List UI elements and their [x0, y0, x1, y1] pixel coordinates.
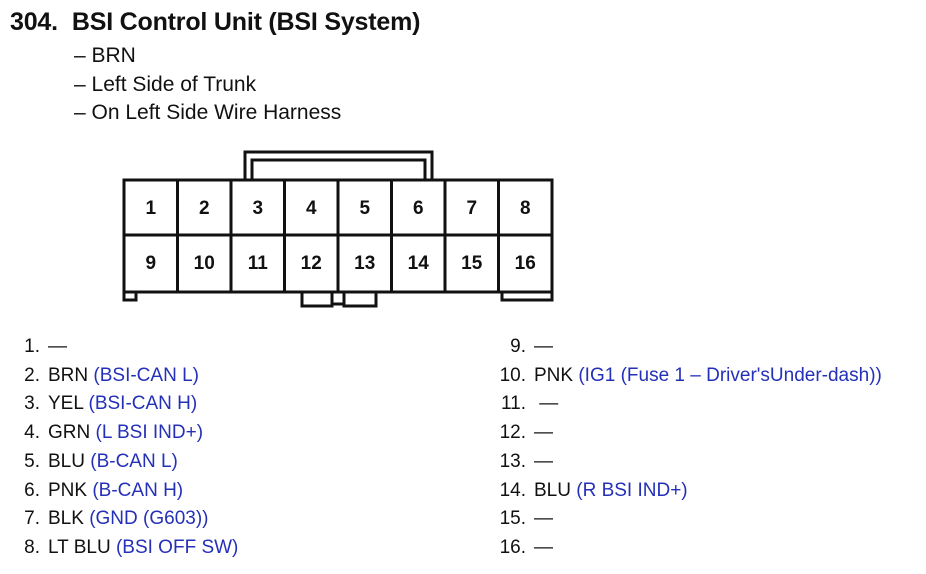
wire-color: LT BLU: [48, 536, 111, 558]
pin-entry: 16. —: [496, 534, 882, 563]
section-number: 304.: [10, 8, 58, 36]
pin-label: 11: [248, 253, 269, 274]
pin-label: 3: [252, 198, 263, 219]
pin-label: 9: [145, 253, 156, 274]
wire-color: PNK: [48, 479, 88, 501]
wire-color: —: [534, 422, 553, 444]
pin-label: 13: [354, 253, 375, 274]
pin-function: (BSI-CAN H): [88, 393, 198, 415]
connector-key-left: [300, 292, 334, 308]
pin-label: 1: [145, 198, 156, 219]
pin-entry: 15. —: [496, 505, 882, 534]
pin-entry: 13. —: [496, 448, 882, 477]
wire-color: —: [534, 450, 553, 472]
pin-label: 6: [413, 198, 424, 219]
pin-number: 11.: [500, 393, 526, 415]
connector-diagram: 1 2 3 4 5 6 7 8 9 10 11 12 13 14 15 16: [122, 150, 554, 308]
pin-function: (IG1 (Fuse 1 – Driver'sUnder-dash)): [578, 364, 882, 386]
pin-function: (R BSI IND+): [576, 479, 688, 501]
wire-color: —: [534, 336, 553, 357]
pin-number: 13.: [499, 450, 526, 472]
wire-color: BLU: [48, 450, 85, 472]
pin-function: (GND (G603)): [89, 508, 209, 530]
page-title: 304. BSI Control Unit (BSI System): [10, 8, 420, 37]
pin-number: 4.: [24, 422, 40, 444]
detail-harness: – On Left Side Wire Harness: [74, 101, 342, 124]
wire-color: —: [48, 336, 67, 357]
pin-list-right: 9. — 10. PNK (IG1 (Fuse 1 – Driver'sUnder-…: [496, 333, 882, 563]
wire-color: GRN: [48, 422, 91, 444]
pin-label: 15: [461, 253, 483, 274]
pin-number: 6.: [24, 479, 40, 501]
wire-color: BRN: [48, 364, 89, 386]
pin-entry: 8. LT BLU (BSI OFF SW): [20, 534, 238, 563]
pin-number: 5.: [24, 450, 40, 472]
pin-number: 14.: [499, 479, 526, 501]
pin-label: 5: [359, 198, 370, 219]
pin-number: 2.: [24, 364, 40, 386]
wire-color: YEL: [48, 393, 84, 415]
connector-lock-tab: [243, 150, 434, 180]
connector-key-center: [330, 292, 346, 306]
pin-number: 8.: [24, 536, 40, 558]
pin-label: 8: [520, 198, 531, 219]
pin-number: 10.: [499, 364, 526, 386]
pin-entry: 1. —: [20, 333, 238, 362]
pin-label: 12: [301, 253, 322, 274]
pin-function: (BSI-CAN L): [93, 364, 199, 386]
wire-color: BLK: [48, 508, 84, 530]
pin-function: (B-CAN H): [92, 479, 184, 501]
detail-location: – Left Side of Trunk: [74, 72, 257, 96]
pin-label: 16: [515, 253, 536, 274]
pin-function: (B-CAN L): [90, 450, 178, 472]
pin-number: 16.: [499, 536, 526, 558]
pin-label: 14: [408, 253, 430, 274]
wire-color: BLU: [534, 479, 571, 501]
pin-label: 10: [194, 253, 215, 274]
pin-entry: 3. YEL (BSI-CAN H): [20, 390, 238, 419]
pin-entry: 7. BLK (GND (G603)): [20, 505, 238, 534]
connector-lock-tab-inner: [250, 158, 427, 180]
pin-entry: 9. —: [496, 333, 882, 362]
connector-key-right: [342, 292, 378, 308]
pin-number: 1.: [24, 336, 40, 357]
pin-number: 7.: [24, 508, 40, 530]
pin-entry: 4. GRN (L BSI IND+): [20, 419, 238, 448]
wire-color: PNK: [534, 364, 574, 386]
section-title: BSI Control Unit (BSI System): [71, 8, 421, 36]
pin-number: 3.: [24, 393, 40, 415]
wire-color: —: [534, 393, 559, 415]
pin-label: 7: [466, 198, 477, 219]
connector-details: – BRN – Left Side of Trunk – On Left Sid…: [74, 42, 341, 128]
pin-entry: 6. PNK (B-CAN H): [20, 477, 238, 506]
pin-function: (L BSI IND+): [95, 422, 204, 444]
pin-entry: 12. —: [496, 419, 882, 448]
pin-list-left: 1.— 2.BRN (BSI-CAN L) 3.YEL (BSI-CAN H) …: [20, 333, 238, 563]
detail-color: – BRN: [74, 44, 136, 67]
pin-entry: 14. BLU (R BSI IND+): [496, 477, 882, 506]
pin-number: 9.: [510, 336, 526, 357]
pin-label: 2: [199, 198, 210, 219]
pin-entry: 2. BRN (BSI-CAN L): [20, 362, 238, 391]
pin-function: (BSI OFF SW): [115, 536, 239, 558]
pin-entry: 5. BLU (B-CAN L): [20, 448, 238, 477]
pin-entry: 10. PNK (IG1 (Fuse 1 – Driver'sUnder-dash…: [496, 362, 882, 391]
pin-label: 4: [306, 198, 317, 219]
pin-number: 12.: [499, 422, 526, 444]
wire-color: —: [534, 508, 553, 530]
wire-color: —: [534, 536, 553, 558]
pin-number: 15.: [499, 508, 526, 530]
pin-entry: 11. —: [496, 390, 882, 419]
